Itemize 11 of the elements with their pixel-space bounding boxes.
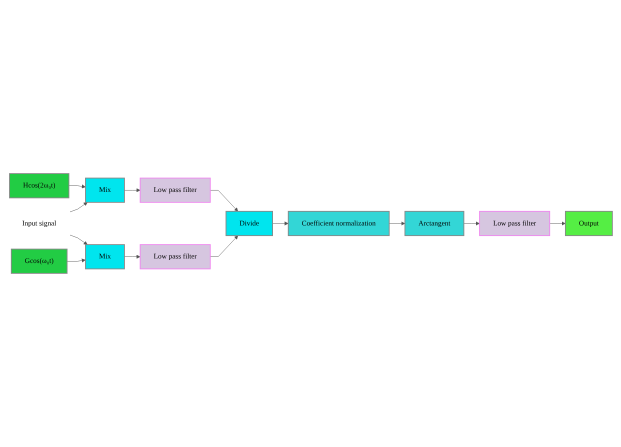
node-box — [564, 210, 613, 236]
node-box — [10, 248, 68, 274]
node-box — [404, 210, 464, 236]
node-box — [140, 244, 211, 270]
node-box — [9, 173, 70, 198]
node-box — [479, 210, 550, 236]
node-box — [140, 178, 211, 203]
node-box — [85, 244, 125, 270]
node-box — [288, 210, 390, 236]
node-box — [85, 178, 125, 203]
node-box — [226, 210, 273, 236]
